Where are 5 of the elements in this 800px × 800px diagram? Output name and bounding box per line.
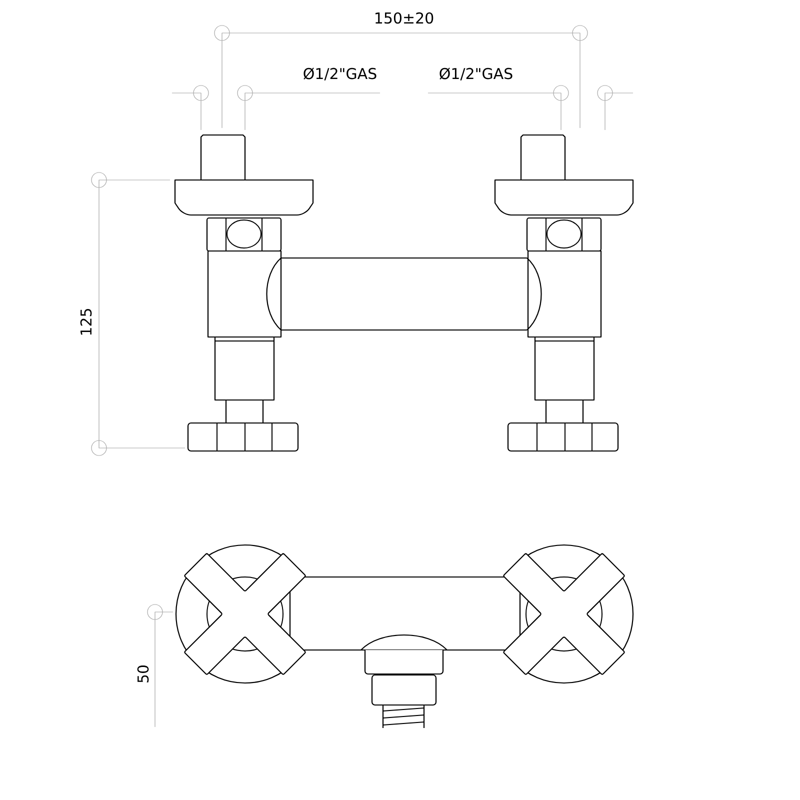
dimension-label: 125 [80, 309, 92, 335]
dimension-label: Ø1/2"GAS [304, 68, 376, 80]
dimension-label: 50 [137, 665, 149, 682]
dimension-label: 150±20 [376, 12, 434, 24]
dimension-label: Ø1/2"GAS [440, 68, 512, 80]
